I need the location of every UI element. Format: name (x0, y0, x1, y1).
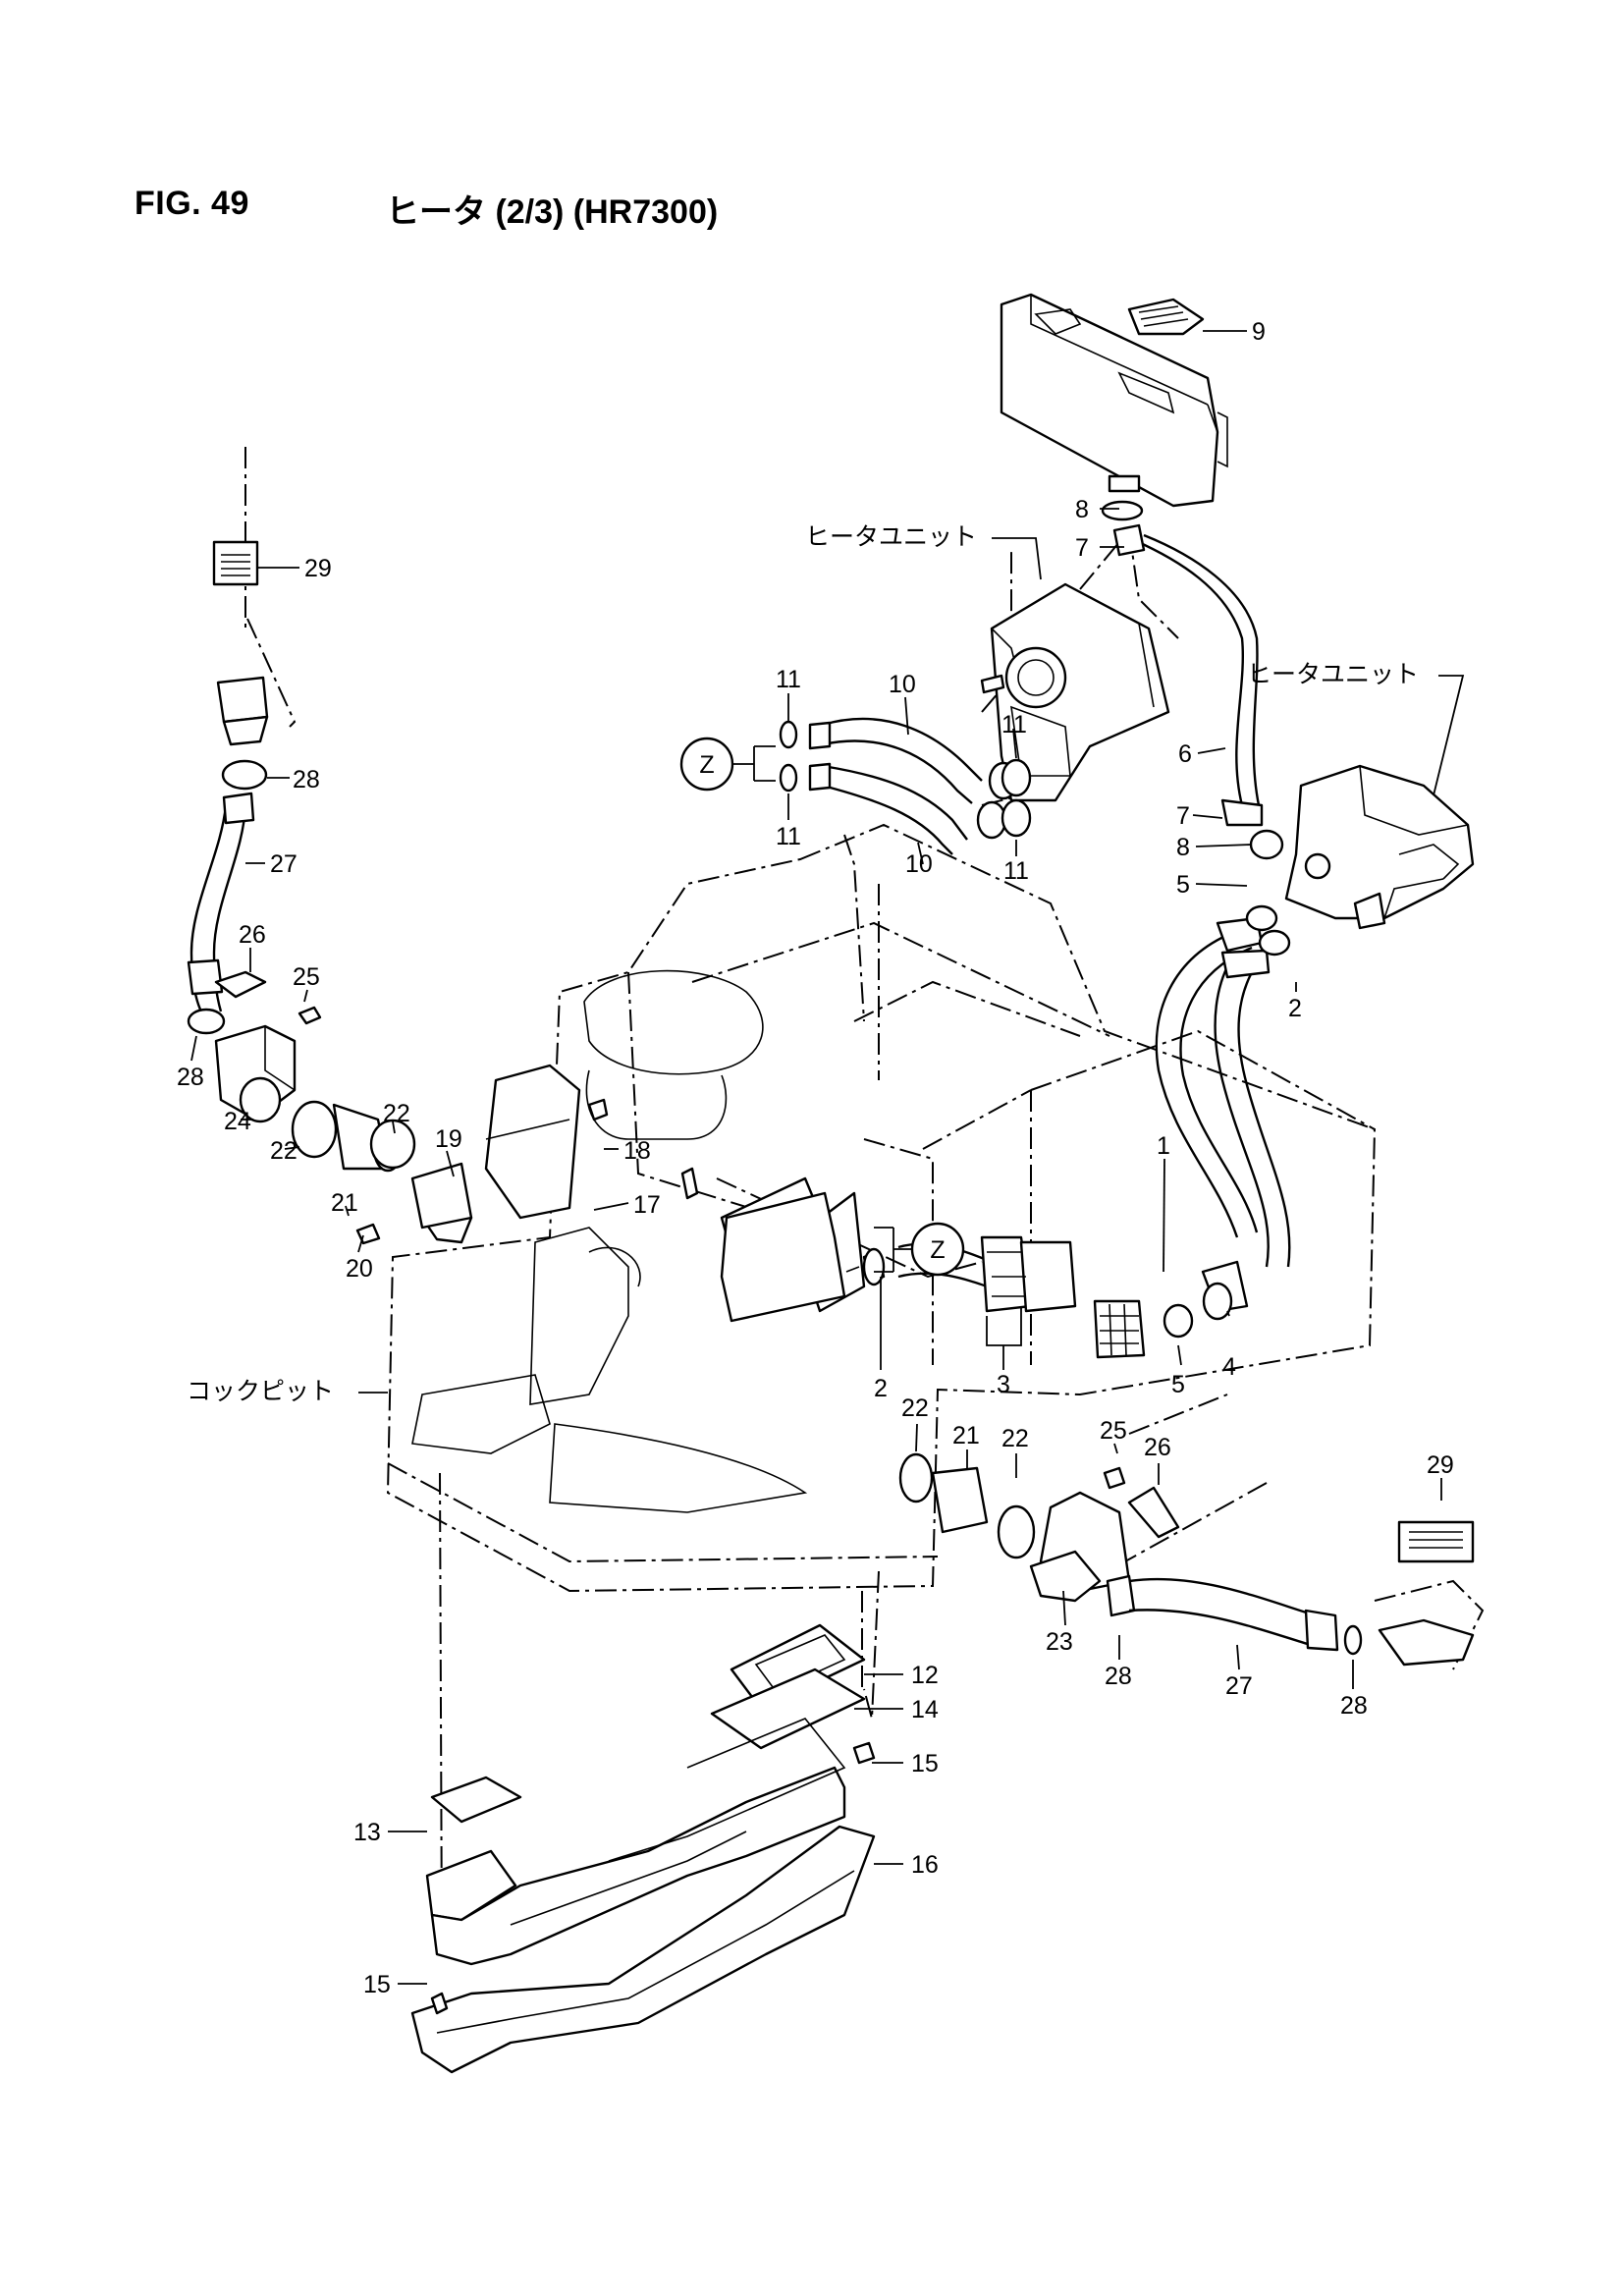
callout-leaders (190, 330, 1442, 1985)
callout-2: 2 (874, 1375, 888, 1402)
callout-28: 28 (1105, 1663, 1132, 1690)
callout-29: 29 (304, 555, 332, 582)
heater-unit-center (980, 582, 1170, 802)
callout-11: 11 (1001, 711, 1027, 738)
label-heater-unit-right: ヒータユニット (1247, 660, 1419, 688)
figure-number: FIG. 49 (135, 185, 249, 222)
callout-26: 26 (239, 921, 266, 949)
callout-21: 21 (952, 1422, 980, 1449)
callout-29: 29 (1427, 1451, 1454, 1479)
callout-5: 5 (1171, 1371, 1185, 1398)
callout-27: 27 (270, 850, 298, 878)
callout-8: 8 (1075, 496, 1089, 523)
callout-11: 11 (776, 666, 801, 693)
callout-9: 9 (1252, 318, 1266, 346)
callout-22: 22 (383, 1100, 410, 1127)
detail-z-left: Z (679, 737, 776, 792)
bottom-duct-assembly (410, 1623, 876, 2074)
heater-housing-upper (1000, 293, 1228, 508)
callout-28: 28 (1340, 1692, 1368, 1720)
figure-title: ヒータ (2/3) (HR7300) (386, 193, 719, 231)
left-vent-29 (212, 540, 269, 791)
hose-27-left (187, 792, 255, 1035)
callout-15: 15 (363, 1971, 391, 1998)
callout-25: 25 (293, 963, 320, 991)
hoses-10 (808, 717, 1019, 855)
callout-17: 17 (633, 1191, 661, 1219)
heater-unit-right (1284, 764, 1475, 930)
clamps-11 (779, 720, 1032, 838)
callout-7: 7 (1075, 534, 1089, 562)
z-label-center: Z (930, 1236, 945, 1264)
callout-10: 10 (889, 671, 916, 698)
callout-12: 12 (911, 1662, 939, 1689)
callout-7: 7 (1176, 802, 1190, 830)
parts-23-25-26-right (1029, 1466, 1180, 1603)
callout-14: 14 (911, 1696, 939, 1723)
callout-13: 13 (353, 1819, 381, 1846)
right-vent-29 (1378, 1520, 1475, 1667)
callout-10: 10 (905, 850, 933, 878)
callout-2: 2 (1288, 995, 1302, 1022)
main-hoses-1 (1155, 904, 1291, 1313)
callout-5: 5 (1176, 871, 1190, 899)
label-cockpit: コックピット (187, 1377, 334, 1405)
callout-11: 11 (776, 823, 801, 850)
label-heater-unit-top: ヒータユニット (805, 522, 977, 551)
callout-28: 28 (177, 1064, 204, 1091)
callout-11: 11 (1003, 857, 1029, 885)
filter-9 (1127, 298, 1205, 336)
center-ducts (720, 1176, 1233, 1359)
hose-6 (1101, 500, 1284, 860)
callout-22: 22 (270, 1137, 298, 1165)
parts-21-22-left (291, 1100, 473, 1245)
callout-6: 6 (1178, 740, 1192, 768)
callout-4: 4 (1222, 1353, 1236, 1381)
callout-numbers: 9 8 7 29 11 10 11 11 10 11 28 6 7 8 27 5… (177, 318, 1454, 1998)
callout-26: 26 (1144, 1434, 1171, 1461)
parts-21-22-right (898, 1452, 1036, 1559)
callout-25: 25 (1100, 1417, 1127, 1445)
callout-15: 15 (911, 1750, 939, 1777)
callout-16: 16 (911, 1851, 939, 1879)
callout-20: 20 (346, 1255, 373, 1283)
callout-27: 27 (1225, 1672, 1253, 1700)
callout-8: 8 (1176, 834, 1190, 861)
z-label-left: Z (699, 751, 714, 779)
cockpit-phantom-outline (244, 447, 1485, 1945)
callout-28: 28 (293, 766, 320, 793)
parts-24-25-26-left (214, 970, 322, 1123)
detail-z-center: Z (874, 1222, 965, 1277)
callout-1: 1 (1157, 1132, 1170, 1160)
callout-23: 23 (1046, 1628, 1073, 1656)
callout-24: 24 (224, 1108, 251, 1135)
callout-19: 19 (435, 1125, 462, 1153)
hose-27-right (1106, 1574, 1363, 1656)
callout-22: 22 (1001, 1425, 1029, 1452)
callout-21: 21 (331, 1189, 358, 1217)
callout-22: 22 (901, 1394, 929, 1422)
callout-3: 3 (997, 1371, 1010, 1398)
callout-18: 18 (623, 1137, 651, 1165)
seat-shape (411, 969, 808, 1513)
